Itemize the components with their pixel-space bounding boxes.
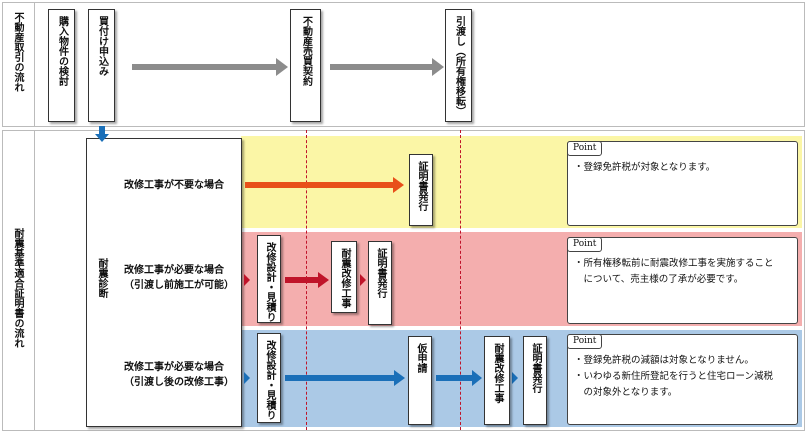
- box-property-review-label: 購入物件の検討: [56, 16, 68, 86]
- box-sales-contract-label: 不動産売買契約: [300, 16, 312, 86]
- row1-point-box: Point ・登録免許税が対象となります。: [567, 141, 798, 226]
- row2-box-design-label: 改修設計・見積り: [264, 242, 275, 322]
- row1-box-certificate-label: 証明書発行: [416, 161, 427, 211]
- row2-point-text: ・所有権移転前に耐震改修工事を実施すること について、売主様の了承が必要です。: [574, 256, 791, 288]
- box-sales-contract: 不動産売買契約: [290, 9, 321, 122]
- gray-arrow-1: [132, 58, 288, 76]
- box-handover: 引渡し（所有権移転）: [445, 9, 472, 122]
- row2-box-design: 改修設計・見積り: [257, 235, 281, 323]
- row2-label-line1: 改修工事が必要な場合: [124, 265, 224, 276]
- row3-label-line2: （引渡し後の改修工事）: [124, 377, 234, 388]
- row2-arrow-1: [285, 272, 329, 288]
- row3-point-line3: の対象外となります。: [574, 387, 678, 398]
- row1-arrow: [245, 177, 404, 193]
- box-handover-label: 引渡し（所有権移転）: [453, 16, 465, 116]
- row3-point-tag: Point: [567, 334, 603, 349]
- row3-point-line1: ・登録免許税の減額は対象となりません。: [574, 355, 754, 366]
- row3-box-design: 改修設計・見積り: [257, 333, 281, 423]
- row3-box-seismic-work: 耐震改修工事: [484, 336, 510, 425]
- row2-label-line2: （引渡し前施工が可能）: [124, 280, 234, 291]
- row3-arrow-1: [285, 370, 405, 386]
- row1-point-text: ・登録免許税が対象となります。: [574, 160, 791, 176]
- diagnosis-label: 耐震診断: [96, 258, 107, 298]
- box-purchase-application: 買付け申込み: [88, 9, 115, 122]
- certificate-flow-frame: [2, 130, 805, 431]
- transaction-flow-side-divider: [34, 2, 35, 127]
- row1-label: 改修工事が不要な場合: [124, 178, 224, 193]
- blue-down-arrow: [95, 126, 109, 142]
- row1-point-line1: ・登録免許税が対象となります。: [574, 162, 716, 173]
- row3-point-box: Point ・登録免許税の減額は対象となりません。 ・いわゆる新住所登記を行うと…: [567, 334, 798, 425]
- row2-box-certificate-label: 証明書発行: [375, 248, 386, 298]
- row2-point-line2: について、売主様の了承が必要です。: [574, 274, 744, 285]
- row2-box-certificate: 証明書発行: [368, 241, 392, 325]
- row3-box-provisional-label: 仮申請: [415, 343, 426, 373]
- row1-box-certificate: 証明書発行: [409, 154, 433, 226]
- row3-small-triangle-2: [512, 372, 518, 384]
- row2-box-seismic-work: 耐震改修工事: [331, 241, 357, 313]
- row3-box-seismic-work-label: 耐震改修工事: [492, 343, 503, 403]
- row3-box-certificate-label: 証明書発行: [530, 343, 541, 393]
- row3-box-design-label: 改修設計・見積り: [264, 340, 275, 420]
- certificate-flow-side-label: 耐震基準適合証明書の流れ: [12, 228, 23, 348]
- transaction-flow-frame: [2, 2, 805, 127]
- row3-label-line1: 改修工事が必要な場合: [124, 362, 224, 373]
- gray-arrow-2: [330, 58, 444, 76]
- row2-box-seismic-work-label: 耐震改修工事: [339, 248, 350, 308]
- row3-box-provisional: 仮申請: [408, 336, 432, 425]
- row2-point-line1: ・所有権移転前に耐震改修工事を実施すること: [574, 258, 774, 269]
- transaction-flow-side-label: 不動産取引の流れ: [12, 12, 23, 92]
- row3-label: 改修工事が必要な場合 （引渡し後の改修工事）: [124, 360, 234, 390]
- divider-handover: [460, 130, 461, 430]
- row3-box-certificate: 証明書発行: [523, 336, 547, 425]
- row3-point-line2: ・いわゆる新住所登記を行うと住宅ローン減税: [574, 371, 774, 382]
- certificate-flow-side-divider: [34, 130, 35, 431]
- row3-small-triangle: [244, 372, 250, 384]
- row2-point-tag: Point: [567, 237, 603, 252]
- row1-point-tag: Point: [567, 141, 603, 156]
- row3-arrow-2: [436, 370, 482, 386]
- box-property-review: 購入物件の検討: [48, 9, 75, 122]
- box-purchase-application-label: 買付け申込み: [96, 16, 108, 76]
- row1-label-line1: 改修工事が不要な場合: [124, 180, 224, 191]
- diagnosis-panel: [86, 138, 242, 427]
- row3-point-text: ・登録免許税の減額は対象となりません。 ・いわゆる新住所登記を行うと住宅ローン減…: [574, 353, 791, 401]
- row2-point-box: Point ・所有権移転前に耐震改修工事を実施すること について、売主様の了承が…: [567, 237, 798, 324]
- transaction-arrows: [132, 58, 444, 76]
- row2-label: 改修工事が必要な場合 （引渡し前施工が可能）: [124, 263, 234, 293]
- row2-small-triangle: [244, 274, 250, 286]
- row2-small-triangle-2: [360, 274, 366, 286]
